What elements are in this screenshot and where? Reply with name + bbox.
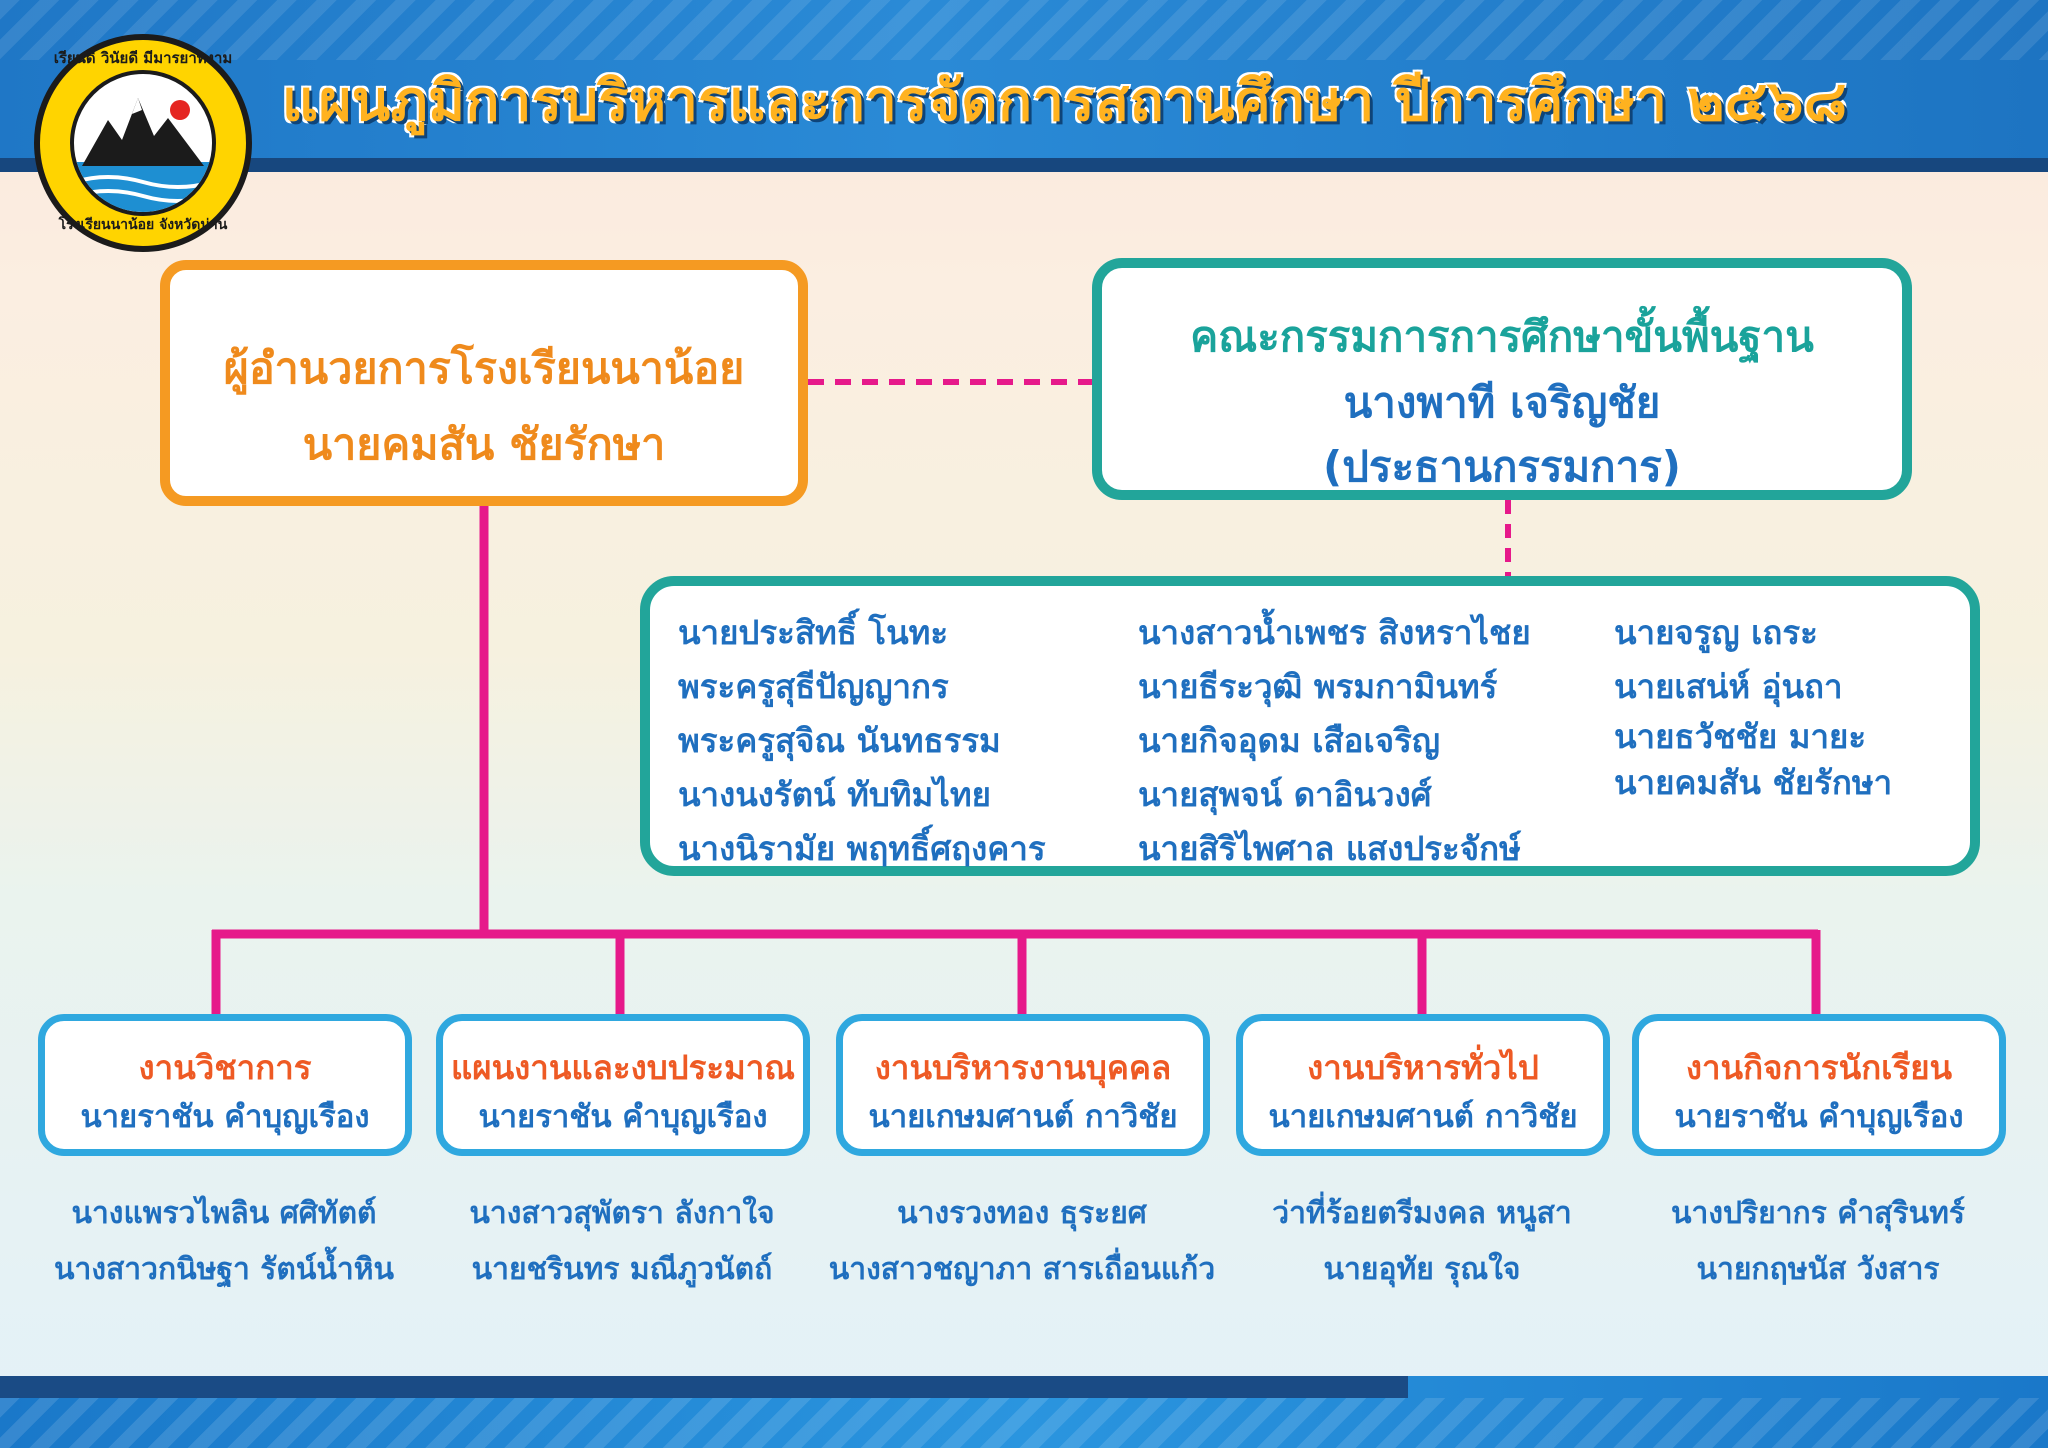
dept-staff-general: ว่าที่ร้อยตรีมงคล หนูสา นายอุทัย รุณใจ	[1212, 1186, 1632, 1298]
member-name: พระครูสุธีปัญญากร	[678, 667, 949, 706]
member-name: นายจรูญ เถระ	[1614, 613, 1818, 652]
members-column-2: นางสาวน้ำเพชร สิงหราไชย นายธีระวุฒิ พรมก…	[1138, 606, 1531, 876]
dept-title: แผนงานและงบประมาณ	[451, 1048, 795, 1087]
staff-name: นางปริยากร คำสุรินทร์	[1670, 1196, 1966, 1231]
board-chair-name: นางพาที เจริญชัย	[1343, 378, 1661, 427]
dept-head: นายราชัน คำบุญเรือง	[80, 1099, 370, 1135]
member-name: พระครูสุจิณ นันทธรรม	[678, 721, 1001, 760]
staff-name: นายกฤษนัส วังสาร	[1696, 1252, 1940, 1287]
dept-title: งานบริหารงานบุคคล	[874, 1048, 1172, 1087]
logo-school-name: โรงเรียนนาน้อย จังหวัดน่าน	[58, 217, 228, 233]
member-name: นายสุพจน์ ดาอินวงศ์	[1138, 775, 1432, 814]
dept-head: นายราชัน คำบุญเรือง	[1674, 1099, 1964, 1135]
member-name: นายกิจอุดม เสือเจริญ	[1138, 721, 1440, 760]
dept-head: นายเกษมศานต์ กาวิชัย	[1268, 1099, 1578, 1135]
staff-name: นายอุทัย รุณใจ	[1323, 1252, 1521, 1287]
dept-box-academic: งานวิชาการ นายราชัน คำบุญเรือง	[38, 1014, 412, 1156]
staff-name: ว่าที่ร้อยตรีมงคล หนูสา	[1272, 1196, 1572, 1231]
dept-box-student-affairs: งานกิจการนักเรียน นายราชัน คำบุญเรือง	[1632, 1014, 2006, 1156]
dept-head: นายราชัน คำบุญเรือง	[478, 1099, 768, 1135]
dept-head: นายเกษมศานต์ กาวิชัย	[868, 1099, 1178, 1135]
staff-name: นางสาวสุพัตรา ลังกาใจ	[469, 1196, 775, 1231]
director-position: ผู้อำนวยการโรงเรียนนาน้อย	[223, 344, 745, 394]
school-logo: เรียนดี วินัยดี มีมารยาทงาม โรงเรียนนาน้…	[34, 34, 252, 252]
director-box: ผู้อำนวยการโรงเรียนนาน้อย นายคมสัน ชัยรั…	[160, 260, 808, 506]
member-name: นายเสน่ห์ อุ่นถา	[1614, 667, 1843, 706]
staff-name: นางรวงทอง ธุระยศ	[897, 1196, 1147, 1231]
dept-title: งานบริหารทั่วไป	[1307, 1048, 1539, 1087]
dept-title: งานกิจการนักเรียน	[1685, 1048, 1953, 1087]
staff-name: นางสาวกนิษฐา รัตน์น้ำหิน	[53, 1252, 395, 1287]
dept-staff-budget: นางสาวสุพัตรา ลังกาใจ นายชรินทร มณีภูวนั…	[412, 1186, 832, 1298]
member-name: นางสาวน้ำเพชร สิงหราไชย	[1138, 613, 1531, 652]
header-bar	[0, 0, 2048, 172]
footer-pattern	[0, 1398, 2048, 1448]
dept-box-personnel: งานบริหารงานบุคคล นายเกษมศานต์ กาวิชัย	[836, 1014, 1210, 1156]
logo-motto: เรียนดี วินัยดี มีมารยาทงาม	[53, 49, 233, 67]
member-name: นายคมสัน ชัยรักษา	[1614, 763, 1893, 802]
member-name: นายประสิทธิ์ โนทะ	[678, 613, 949, 652]
dept-staff-academic: นางแพรวไพลิน ศศิทัตต์ นางสาวกนิษฐา รัตน์…	[14, 1186, 434, 1298]
dept-title: งานวิชาการ	[138, 1048, 312, 1087]
dept-staff-personnel: นางรวงทอง ธุระยศ นางสาวชญาภา สารเถื่อนแก…	[812, 1186, 1232, 1298]
board-members-box: นายประสิทธิ์ โนทะ พระครูสุธีปัญญากร พระค…	[640, 576, 1980, 876]
dept-staff-student-affairs: นางปริยากร คำสุรินทร์ นายกฤษนัส วังสาร	[1608, 1186, 2028, 1298]
header-stripe	[0, 158, 2048, 172]
member-name: นายธวัชชัย มายะ	[1614, 717, 1867, 756]
board-box: คณะกรรมการการศึกษาขั้นพื้นฐาน นางพาที เจ…	[1092, 258, 1912, 500]
board-title: คณะกรรมการการศึกษาขั้นพื้นฐาน	[1190, 312, 1814, 361]
director-name: นายคมสัน ชัยรักษา	[302, 420, 666, 470]
footer-stripe	[0, 1376, 1408, 1398]
member-name: นายธีระวุฒิ พรมกามินทร์	[1138, 667, 1498, 706]
member-name: นายสิริไพศาล แสงประจักษ์	[1138, 829, 1521, 868]
member-name: นางนิรามัย พฤทธิ์ศฤงคาร	[678, 829, 1046, 868]
member-name: นางนงรัตน์ ทับทิมไทย	[678, 775, 991, 814]
staff-name: นายชรินทร มณีภูวนัตถ์	[471, 1252, 773, 1287]
header-pattern	[0, 0, 2048, 60]
members-column-3: นายจรูญ เถระ นายเสน่ห์ อุ่นถา นายธวัชชัย…	[1614, 606, 1892, 806]
staff-name: นางสาวชญาภา สารเถื่อนแก้ว	[828, 1252, 1216, 1287]
members-column-1: นายประสิทธิ์ โนทะ พระครูสุธีปัญญากร พระค…	[678, 606, 1046, 876]
board-chair-role: (ประธานกรรมการ)	[1323, 442, 1681, 491]
staff-name: นางแพรวไพลิน ศศิทัตต์	[71, 1196, 377, 1231]
dept-box-general: งานบริหารทั่วไป นายเกษมศานต์ กาวิชัย	[1236, 1014, 1610, 1156]
page-title: แผนภูมิการบริหารและการจัดการสถานศึกษา ปี…	[282, 69, 1848, 134]
dept-box-budget: แผนงานและงบประมาณ นายราชัน คำบุญเรือง	[436, 1014, 810, 1156]
